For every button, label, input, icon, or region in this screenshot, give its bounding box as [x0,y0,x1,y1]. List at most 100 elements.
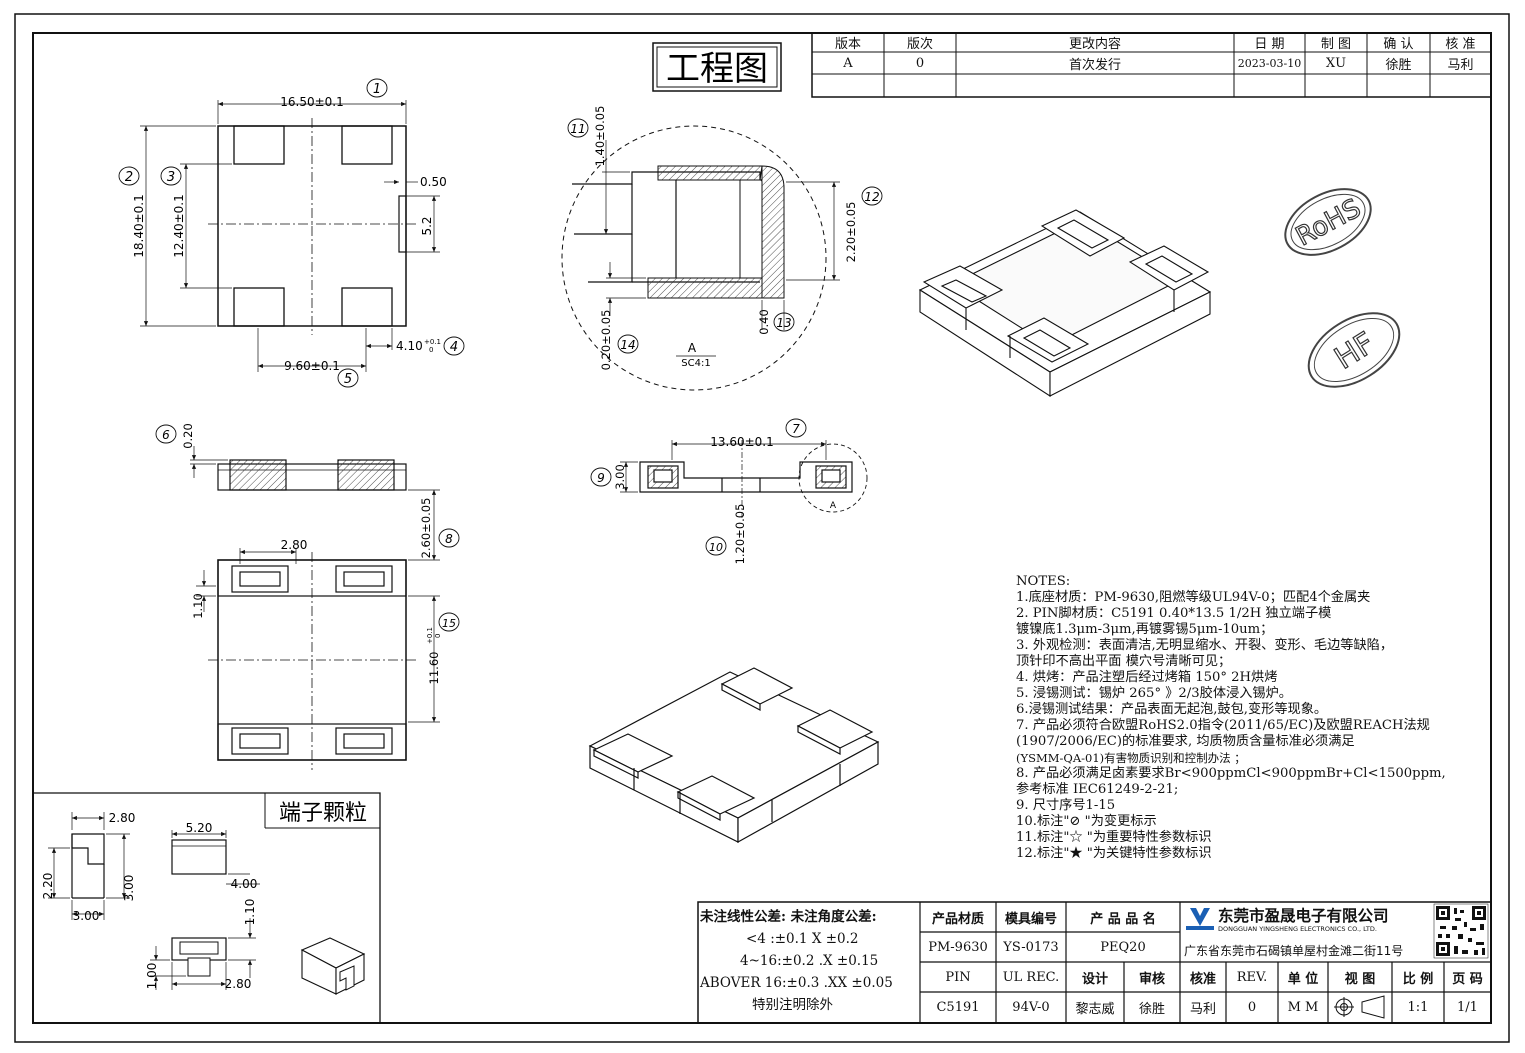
balloon-15: 15 [442,617,456,630]
note-line: (1907/2006/EC)的标准要求, 均质物质含量标准必须满足 [1016,734,1355,749]
dim-18-40: 18.40±0.1 [132,194,146,258]
tolerance-line-2: 4~16:±0.2 .X ±0.15 [740,953,879,969]
note-line: 1.底座材质：PM-9630,阻燃等级UL94V-0；匹配4个金属夹 [1016,590,1371,605]
tb-r4-scale: 1:1 [1407,1000,1429,1015]
hf-mark: HF [1307,312,1401,388]
tb-r4-approver: 马利 [1189,1002,1216,1017]
dim-1-20: 1.20±0.05 [733,504,747,565]
note-line: 3. 外观检测：表面清洁,无明显缩水、开裂、变形、毛边等缺陷， [1016,638,1394,653]
rev-header-edition: 版次 [906,37,933,52]
tb-r3-approve: 核准 [1189,971,1216,987]
dim-5-2: 5.2 [420,216,434,235]
balloon-6: 6 [162,428,170,442]
notes-block: NOTES: 1.底座材质：PM-9630,阻燃等级UL94V-0；匹配4个金属… [1016,574,1496,862]
rev-content: 首次发行 [1068,57,1121,73]
notes-title: NOTES: [1016,574,1071,589]
detail-scale: SC4:1 [681,358,710,369]
rev-date: 2023-03-10 [1237,56,1302,70]
terminal-dim-3-00a: 3.00 [122,875,136,902]
rev-header-version: 版本 [834,37,861,52]
tb-r3-review: 审核 [1138,971,1165,987]
tb-r3-scale: 比 例 [1402,971,1434,987]
top-view [140,100,440,372]
balloon-13: 13 [776,316,791,330]
dim-0-50: 0.50 [420,175,447,189]
note-line: 9. 尺寸序号1-15 [1016,798,1116,813]
balloons-detail [567,118,883,354]
note-line: 2. PIN脚材质：C5191 0.40*13.5 1/2H 独立端子模 [1016,606,1332,621]
terminal-title: 端子颗粒 [279,801,367,826]
note-line: 顶针印不高出平面 模穴号清晰可见； [1016,654,1232,669]
company-name-en: DONGGUAN YINGSHENG ELECTRONICS CO., LTD. [1218,925,1377,933]
front-view [190,446,440,561]
dim-9-60: 9.60±0.1 [284,359,340,373]
tb-r3-page: 页 码 [1452,971,1483,987]
dim-1-40: 1.40±0.05 [593,106,607,167]
balloon-11: 11 [570,122,585,136]
note-line: 12.标注"★ "为关键特性参数标识 [1016,846,1212,861]
rohs-mark: RoHS [1284,188,1372,256]
tolerance-header: 未注线性公差: 未注角度公差: [700,909,877,925]
tb-r4-ul: 94V-0 [1012,1000,1050,1015]
note-line: 10.标注"⊘ "为变更标示 [1016,814,1157,829]
rev-drawn: XU [1325,55,1347,71]
revision-table [811,32,1492,98]
dim-0-20: 0.20±0.05 [599,310,613,371]
tb-r3-design: 设计 [1081,971,1108,987]
rev-version: A [843,55,853,71]
rev-header-date: 日 期 [1254,37,1285,52]
dim-2-80-bottom: 2.80 [281,538,308,552]
projection-symbol-icon [1334,995,1385,1019]
rev-header-confirm: 确 认 [1383,37,1414,52]
tb-r4-rev: 0 [1247,1000,1257,1015]
dim-16-50: 16.50±0.1 [280,95,344,109]
isometric-view-top [918,209,1212,398]
rev-header-approve: 核 准 [1445,37,1476,52]
company-name: 东莞市盈晟电子有限公司 [1218,907,1389,925]
balloon-1: 1 [373,82,381,97]
dim-2-20: 2.20±0.05 [844,202,858,263]
terminal-dim-4-00: 4.00 [231,877,258,891]
balloon-2: 2 [125,170,133,185]
terminal-dim-2-80a: 2.80 [109,811,136,825]
rev-approve: 马利 [1447,57,1474,73]
dim-11-60-tol-up: +0.1 [426,627,434,644]
rohs-text: RoHS [1291,193,1366,252]
note-line: 6.浸锡测试结果：产品表面无起泡,鼓包,变形等现象。 [1016,702,1328,717]
tb-name: PEQ20 [1100,939,1146,955]
qr-code-icon [1433,903,1489,959]
dim-0-20-front: 0.20 [181,423,195,449]
note-line: 镀镍底1.3μm-3μm,再镀雾锡5μm-10um； [1016,622,1274,637]
dim-12-40: 12.40±0.1 [172,194,186,258]
balloons-top-view [118,78,465,388]
note-line: (YSMM-QA-01)有害物质识别和控制办法 ； [1016,751,1246,765]
dim-13-60: 13.60±0.1 [710,435,774,449]
tb-r4-page: 1/1 [1457,1000,1478,1015]
note-line: 7. 产品必须符合欧盟RoHS2.0指令(2011/65/EC)及欧盟REACH… [1016,718,1430,733]
terminal-section [33,792,381,1023]
balloon-10: 10 [709,541,723,554]
tb-r4-reviewer: 徐胜 [1138,1002,1165,1017]
note-line: 4. 烘烤：产品注塑后经过烤箱 150° 2H烘烤 [1016,670,1278,685]
tb-r3-ul: UL REC. [1002,969,1060,985]
note-line: 8. 产品必须满足卤素要求Br<900ppmCl<900ppmBr+Cl<150… [1016,766,1446,781]
tb-header-mold: 模具编号 [1004,911,1057,927]
isometric-view-bottom [588,667,880,844]
outer-border [14,13,1510,1043]
tb-r4-pin: C5191 [936,1000,980,1015]
tb-header-name: 产 品 品 名 [1090,911,1156,927]
balloon-15-circle [438,612,460,632]
dim-4-10: 4.10 [396,339,423,353]
tb-r4-designer: 黎志威 [1075,1002,1115,1017]
dim-0-40: 0.40 [757,309,771,335]
terminal-dim-2-20: 2.20 [41,873,55,900]
tolerance-line-1: <4 :±0.1 X ±0.2 [746,931,859,947]
balloon-8: 8 [445,532,453,546]
detail-label: A [688,341,697,355]
hf-text: HF [1329,326,1381,377]
dim-11-60: 11.60 [427,652,441,685]
rev-confirm: 徐胜 [1385,57,1412,73]
tolerance-line-4: 特别注明除外 [752,997,833,1013]
tb-header-material: 产品材质 [931,911,984,927]
dim-11-60-tol-low: 0 [434,634,442,638]
